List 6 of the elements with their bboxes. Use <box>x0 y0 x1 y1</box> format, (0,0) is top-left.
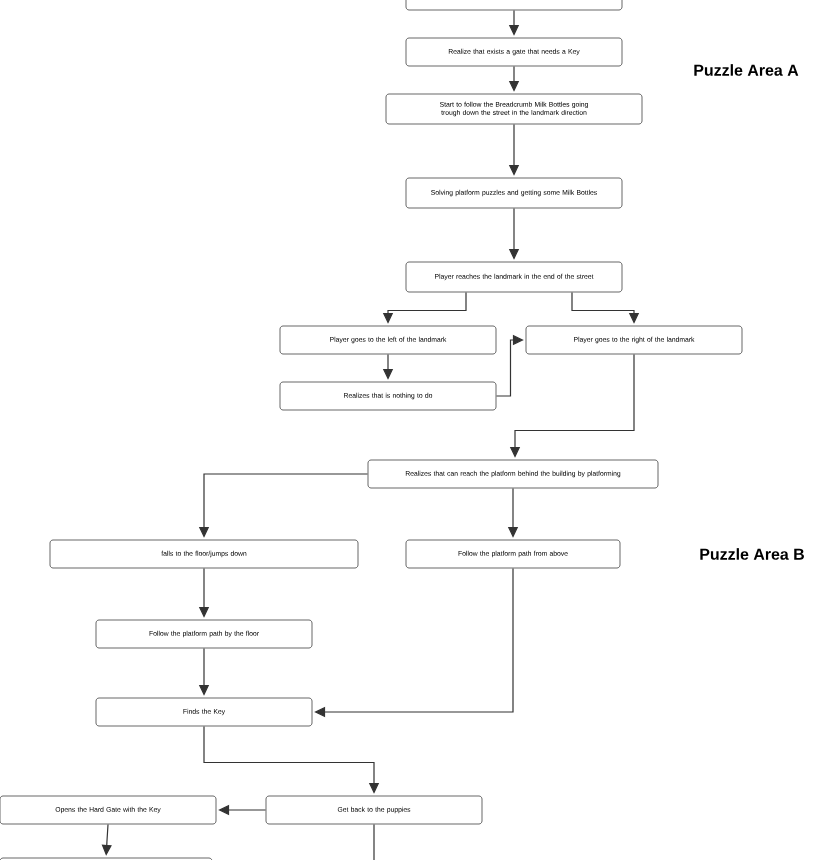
arrow <box>495 334 524 397</box>
arrow <box>101 823 112 856</box>
arrow <box>203 725 380 794</box>
process-box <box>405 0 623 11</box>
arrow <box>314 567 514 718</box>
arrow <box>571 291 640 324</box>
